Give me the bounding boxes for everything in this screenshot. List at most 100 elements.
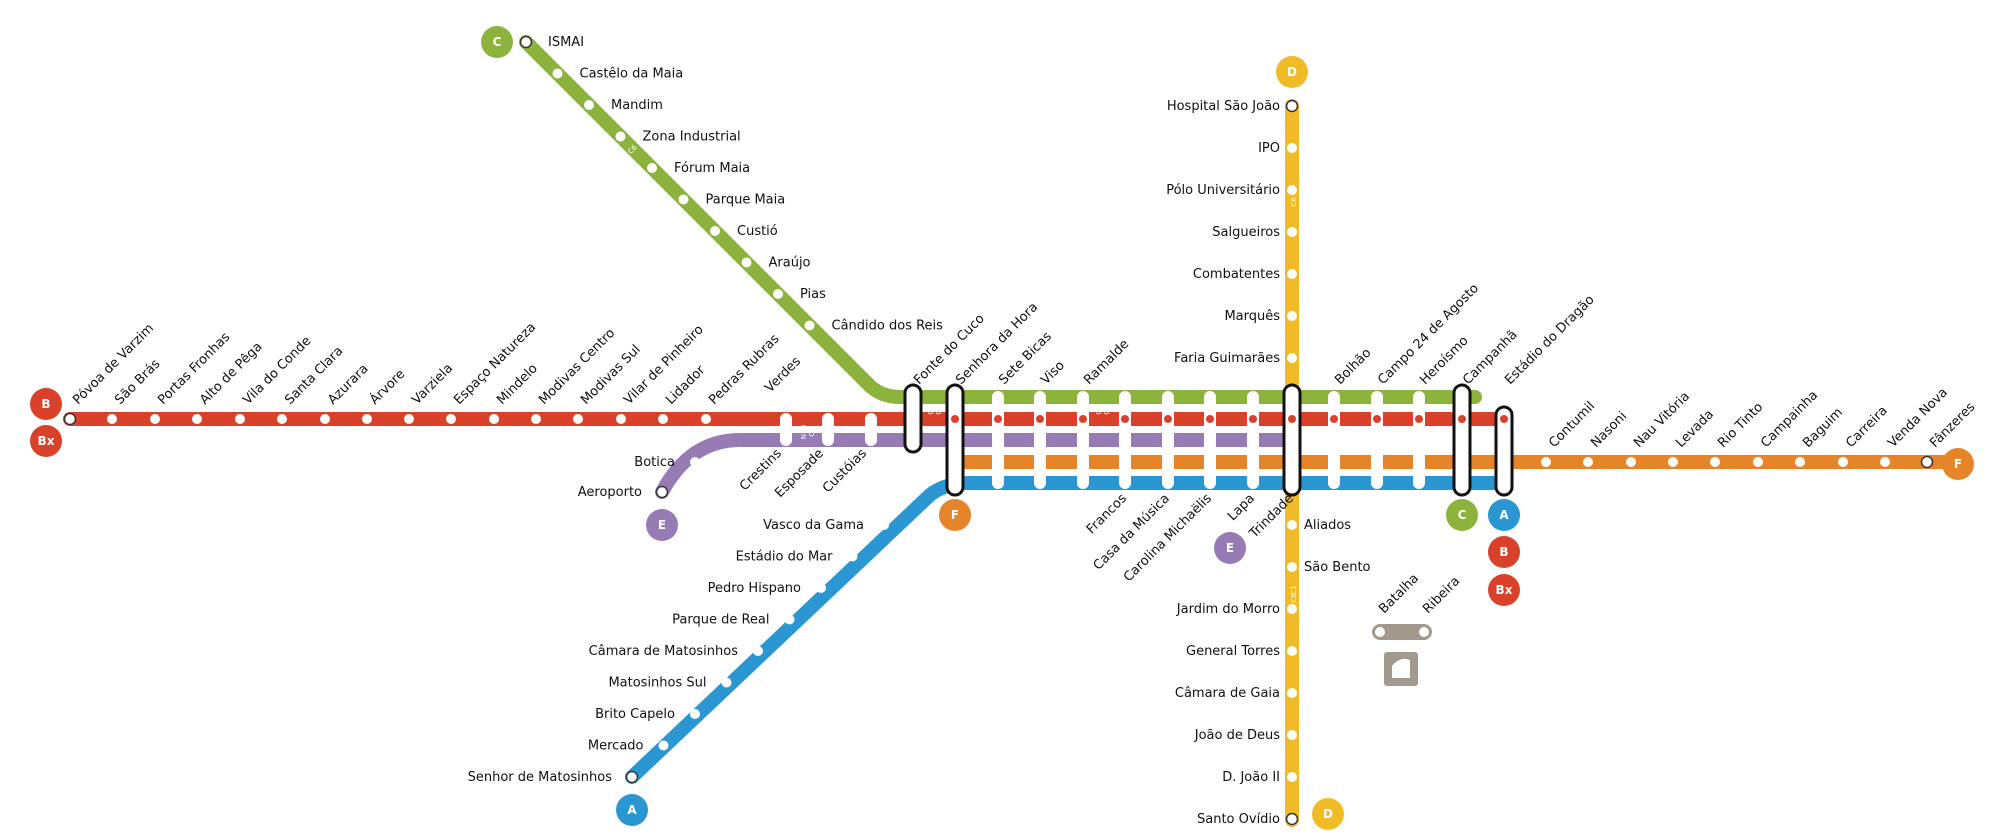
station-marker bbox=[784, 614, 795, 625]
terminal-letter-d: D bbox=[1287, 65, 1297, 79]
station-label-estadio-do-mar: Estádio do Mar bbox=[736, 550, 834, 565]
station-label-parque-de-real: Parque de Real bbox=[672, 613, 769, 628]
station-marker bbox=[1753, 457, 1763, 467]
station-marker bbox=[741, 257, 752, 268]
station-label-bolhao: Bolhão bbox=[1332, 346, 1374, 388]
station-marker bbox=[658, 740, 669, 751]
station-markers bbox=[63, 35, 1934, 826]
station-marker bbox=[879, 520, 889, 530]
station-label-casa-da-musica: Casa da Música bbox=[1091, 491, 1173, 573]
terminal-badge-bx bbox=[1488, 574, 1520, 606]
station-label-matosinhos-sul: Matosinhos Sul bbox=[608, 676, 706, 691]
station-marker bbox=[489, 414, 499, 424]
station-marker bbox=[362, 414, 372, 424]
terminal-letter-f: F bbox=[951, 508, 959, 522]
interchange-bar bbox=[1494, 405, 1514, 497]
station-dot bbox=[1249, 415, 1257, 423]
terminal-letter-a: A bbox=[1499, 508, 1509, 522]
zone-code-n4: N4 bbox=[1528, 470, 1536, 480]
station-marker bbox=[780, 413, 792, 446]
terminal-badge-a bbox=[616, 794, 648, 826]
zone-code-c9: C9 bbox=[1647, 470, 1655, 479]
station-marker bbox=[1119, 391, 1131, 489]
station-marker bbox=[1328, 391, 1340, 489]
station-label-forum-maia: Fórum Maia bbox=[674, 161, 750, 176]
station-label-candido-dos-reis: Cândido dos Reis bbox=[832, 319, 944, 334]
station-label-mandim: Mandim bbox=[611, 98, 663, 113]
station-marker bbox=[1583, 457, 1593, 467]
terminal-badge-c bbox=[1446, 499, 1478, 531]
terminal-badge-b bbox=[1488, 536, 1520, 568]
zone-code-c6: C6 bbox=[1103, 405, 1111, 415]
station-marker bbox=[847, 551, 858, 562]
station-marker bbox=[573, 414, 583, 424]
station-dot bbox=[1458, 415, 1466, 423]
station-marker bbox=[678, 194, 689, 205]
station-marker bbox=[235, 414, 245, 424]
zone-code-c6: C6 bbox=[1290, 197, 1298, 207]
station-marker bbox=[107, 414, 117, 424]
terminal-badge-e bbox=[1214, 532, 1246, 564]
station-marker bbox=[701, 414, 711, 424]
station-dot bbox=[1415, 415, 1423, 423]
terminal-letter-c: C bbox=[1458, 508, 1467, 522]
station-label-custoias: Custóias bbox=[820, 446, 870, 496]
station-marker bbox=[1285, 812, 1299, 826]
station-label-vilar-de-pinheiro: Vilar de Pinheiro bbox=[621, 322, 707, 408]
station-marker bbox=[1247, 391, 1259, 489]
terminal-badge-bx bbox=[30, 425, 62, 457]
zone-code-c4: C4 bbox=[1520, 470, 1528, 480]
station-label-santo-ovidio: Santo Ovídio bbox=[1197, 812, 1280, 827]
station-label-modivas-centro: Modivas Centro bbox=[536, 326, 618, 408]
station-label-carreira: Carreira bbox=[1843, 403, 1890, 450]
terminal-badge-d bbox=[1276, 56, 1308, 88]
station-marker bbox=[655, 485, 669, 499]
station-label-batalha: Batalha bbox=[1376, 571, 1422, 617]
station-label-ipo: IPO bbox=[1258, 141, 1280, 156]
station-marker bbox=[721, 677, 732, 688]
funicular-track bbox=[1372, 624, 1432, 640]
station-marker bbox=[1541, 457, 1551, 467]
station-marker bbox=[1795, 457, 1805, 467]
station-marker bbox=[690, 457, 700, 467]
station-marker bbox=[1668, 457, 1678, 467]
station-label-general-torres: General Torres bbox=[1186, 644, 1280, 659]
station-marker bbox=[1287, 772, 1297, 782]
station-label-custio: Custió bbox=[737, 224, 778, 239]
line-e-route bbox=[655, 433, 1297, 499]
station-marker bbox=[1287, 269, 1297, 279]
terminal-badge-f bbox=[1942, 448, 1974, 480]
terminal-badge-f bbox=[939, 499, 971, 531]
station-marker bbox=[1413, 391, 1425, 489]
station-marker bbox=[1371, 391, 1383, 489]
funicular-stop bbox=[1419, 627, 1429, 637]
station-marker bbox=[1880, 457, 1890, 467]
station-marker bbox=[1287, 143, 1297, 153]
station-marker bbox=[277, 414, 287, 424]
station-marker bbox=[1287, 646, 1297, 656]
terminal-letter-e: E bbox=[1226, 541, 1234, 555]
station-label-pias: Pias bbox=[800, 287, 826, 302]
station-label-nasoni: Nasoni bbox=[1588, 409, 1630, 451]
station-marker bbox=[1162, 391, 1174, 489]
station-marker bbox=[1838, 457, 1848, 467]
zone-code-n5: N5 bbox=[507, 427, 515, 437]
station-label-ribeira: Ribeira bbox=[1420, 574, 1463, 617]
zone-code-c1: C1 bbox=[1290, 585, 1298, 594]
zone-code-c1: C1 bbox=[1095, 405, 1103, 414]
station-label-polo-universitario: Pólo Universitário bbox=[1166, 183, 1280, 198]
interchange-bar bbox=[945, 383, 965, 497]
station-marker bbox=[1287, 353, 1297, 363]
station-marker bbox=[690, 709, 700, 719]
station-label-aeroporto: Aeroporto bbox=[578, 485, 642, 500]
station-label-camara-de-gaia: Câmara de Gaia bbox=[1175, 686, 1280, 701]
station-dot bbox=[1206, 415, 1214, 423]
station-label-levada: Levada bbox=[1673, 407, 1717, 451]
zone-code-c4: C4 bbox=[302, 427, 310, 437]
station-marker bbox=[1077, 391, 1089, 489]
station-marker bbox=[552, 68, 563, 79]
station-label-parque-maia: Parque Maia bbox=[706, 193, 786, 208]
zone-code-c6: C6 bbox=[1290, 593, 1298, 603]
